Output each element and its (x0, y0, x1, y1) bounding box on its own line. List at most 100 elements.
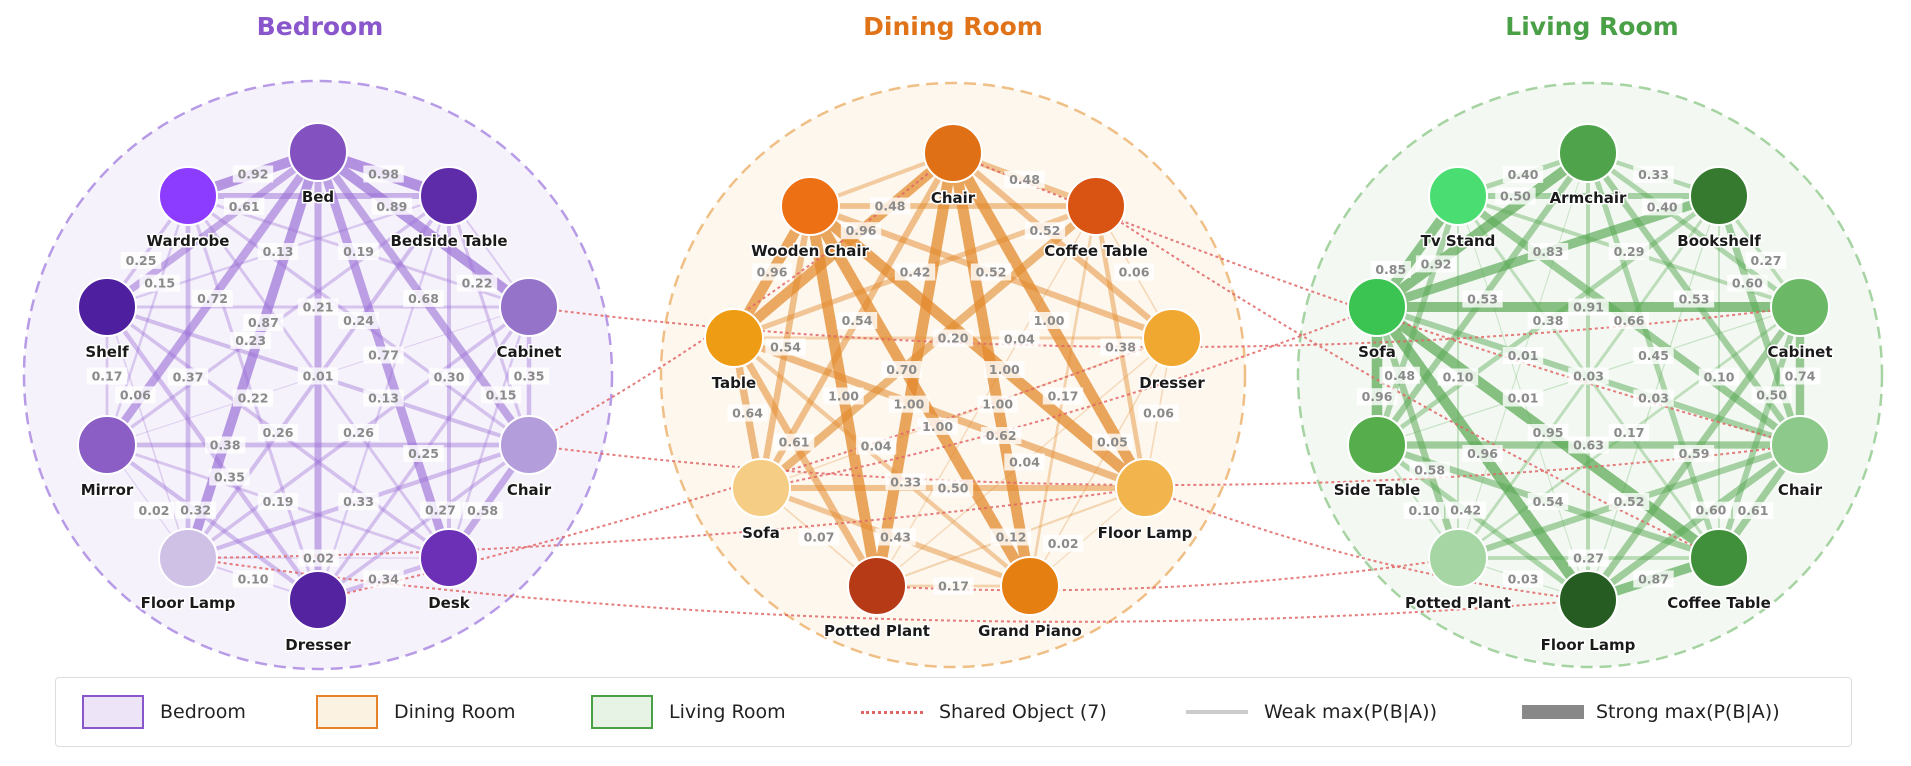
edge-label-bg (1568, 367, 1609, 385)
edge-label-bg (298, 549, 339, 567)
edge-weight-label: 0.04 (861, 439, 892, 454)
node-label: Coffee Table (1044, 242, 1148, 260)
edge-weight-label: 0.10 (238, 572, 269, 587)
node-label: Floor Lamp (141, 594, 236, 612)
edge-label-bg (1673, 290, 1715, 308)
edge-weight-label: 0.22 (238, 391, 269, 406)
edge-label-bg (1502, 166, 1544, 183)
legend-weak: Weak max(P(B|A)) (1186, 678, 1437, 746)
edge-label-bg (1633, 389, 1674, 407)
edge-weight-label: 0.53 (1679, 292, 1710, 307)
edge-label-bg (133, 502, 175, 520)
edge-weight-label: 0.04 (1004, 332, 1035, 347)
edge-label-bg (751, 263, 793, 281)
edge-weight-label: 0.03 (1638, 391, 1669, 406)
edge-label-bg (363, 346, 404, 364)
edge-weight-label: 0.70 (886, 362, 917, 377)
bedroom-node-chair (499, 415, 559, 475)
edge-label-bg (773, 433, 815, 451)
shared-object-link-chair (952, 152, 1801, 446)
edge (732, 336, 1032, 588)
legend-weak-label: Weak max(P(B|A)) (1264, 701, 1437, 723)
edge-weight-label: 0.06 (1119, 265, 1150, 280)
edge-label-bg (232, 165, 274, 183)
living-room-node-floor-lamp (1558, 570, 1618, 630)
edge-label-bg (1642, 198, 1683, 216)
edge-label-bg (1779, 367, 1821, 385)
edge (732, 334, 1147, 492)
edge-label-bg (1608, 312, 1650, 329)
edge-weight-label: 0.60 (1696, 503, 1727, 518)
edge-label-bg (243, 314, 284, 332)
edge-weight-label: 0.91 (1573, 300, 1604, 315)
edge-weight-label: 0.26 (263, 425, 294, 440)
edge-weight-label: 0.10 (1704, 370, 1735, 385)
edge-label-bg (1004, 171, 1045, 188)
node-label: Potted Plant (824, 622, 930, 640)
edge-label-bg (1409, 461, 1450, 479)
edge-weight-label: 0.32 (180, 503, 211, 518)
edge-weight-label: 0.50 (938, 481, 969, 496)
edge-weight-label: 0.61 (229, 199, 260, 214)
edge-weight-label: 1.00 (922, 419, 953, 434)
edge-label-bg (115, 386, 156, 404)
node-label: Bookshelf (1677, 232, 1761, 250)
edge-weight-label: 0.17 (92, 369, 123, 384)
edge-label-bg (1727, 274, 1768, 292)
edge-label-bg (1113, 263, 1155, 281)
living-room-node-armchair (1558, 123, 1618, 183)
bedroom-node-shelf (77, 277, 137, 337)
edge-weight-label: 0.58 (467, 503, 498, 518)
edge-label-bg (977, 395, 1018, 413)
edge-weight-label: 0.13 (263, 244, 294, 259)
edge-label-bg (297, 367, 339, 385)
edge-label-bg (1527, 312, 1569, 329)
edge-label-bg (1608, 493, 1650, 510)
edge-weight-label: 0.87 (1638, 572, 1669, 587)
node-label: Chair (931, 189, 976, 207)
living-room-node-cabinet (1770, 277, 1830, 337)
dining-room-node-potted-plant (847, 556, 907, 616)
edge-weight-label: 0.17 (938, 579, 969, 594)
edge-label-bg (1751, 386, 1792, 404)
edge-weight-label: 0.03 (1508, 572, 1539, 587)
edge-label-bg (1568, 436, 1609, 454)
edge-label-bg (1092, 433, 1133, 451)
edge-label-bg (999, 330, 1040, 348)
edge-label-bg (338, 493, 379, 510)
edge-weight-label: 0.77 (368, 348, 399, 363)
edge (183, 150, 323, 560)
edge-weight-label: 0.98 (368, 167, 399, 182)
edge-label-bg (1042, 387, 1084, 405)
node-label: Dresser (285, 636, 351, 654)
edge-label-bg (508, 367, 550, 385)
edge-label-bg (232, 570, 274, 588)
edge-weight-label: 1.00 (982, 397, 1013, 412)
living-room-node-tv-stand (1428, 166, 1488, 226)
edge-label-bg (1370, 260, 1411, 278)
node-label: Sofa (742, 524, 780, 542)
edge-label-bg (836, 312, 878, 329)
dining-room-node-grand-piano (1000, 556, 1060, 616)
edge (105, 195, 190, 446)
edge-weight-label: 0.27 (1751, 253, 1782, 268)
edge-label-bg (840, 222, 882, 240)
edge-label-bg (1673, 445, 1715, 462)
edge-label-bg (363, 165, 404, 183)
edge-weight-label: 0.15 (486, 387, 517, 402)
edge-weight-label: 0.25 (126, 253, 157, 268)
edge-label-bg (798, 528, 840, 546)
edge-label-bg (917, 417, 958, 435)
edge-label-bg (970, 263, 1012, 281)
edge (730, 148, 957, 343)
edge (1373, 305, 1462, 560)
node-label: Chair (1778, 481, 1823, 499)
node-label: Chair (507, 481, 552, 499)
living-room-node-coffee-table (1689, 528, 1749, 588)
shared-object-link-floor-lamp (1144, 487, 1589, 601)
edge-label-bg (1437, 368, 1479, 386)
edge-label-bg (86, 367, 128, 385)
edge-label-bg (1502, 570, 1544, 588)
edge-label-bg (765, 338, 806, 356)
edge-weight-label: 0.96 (1467, 446, 1498, 461)
